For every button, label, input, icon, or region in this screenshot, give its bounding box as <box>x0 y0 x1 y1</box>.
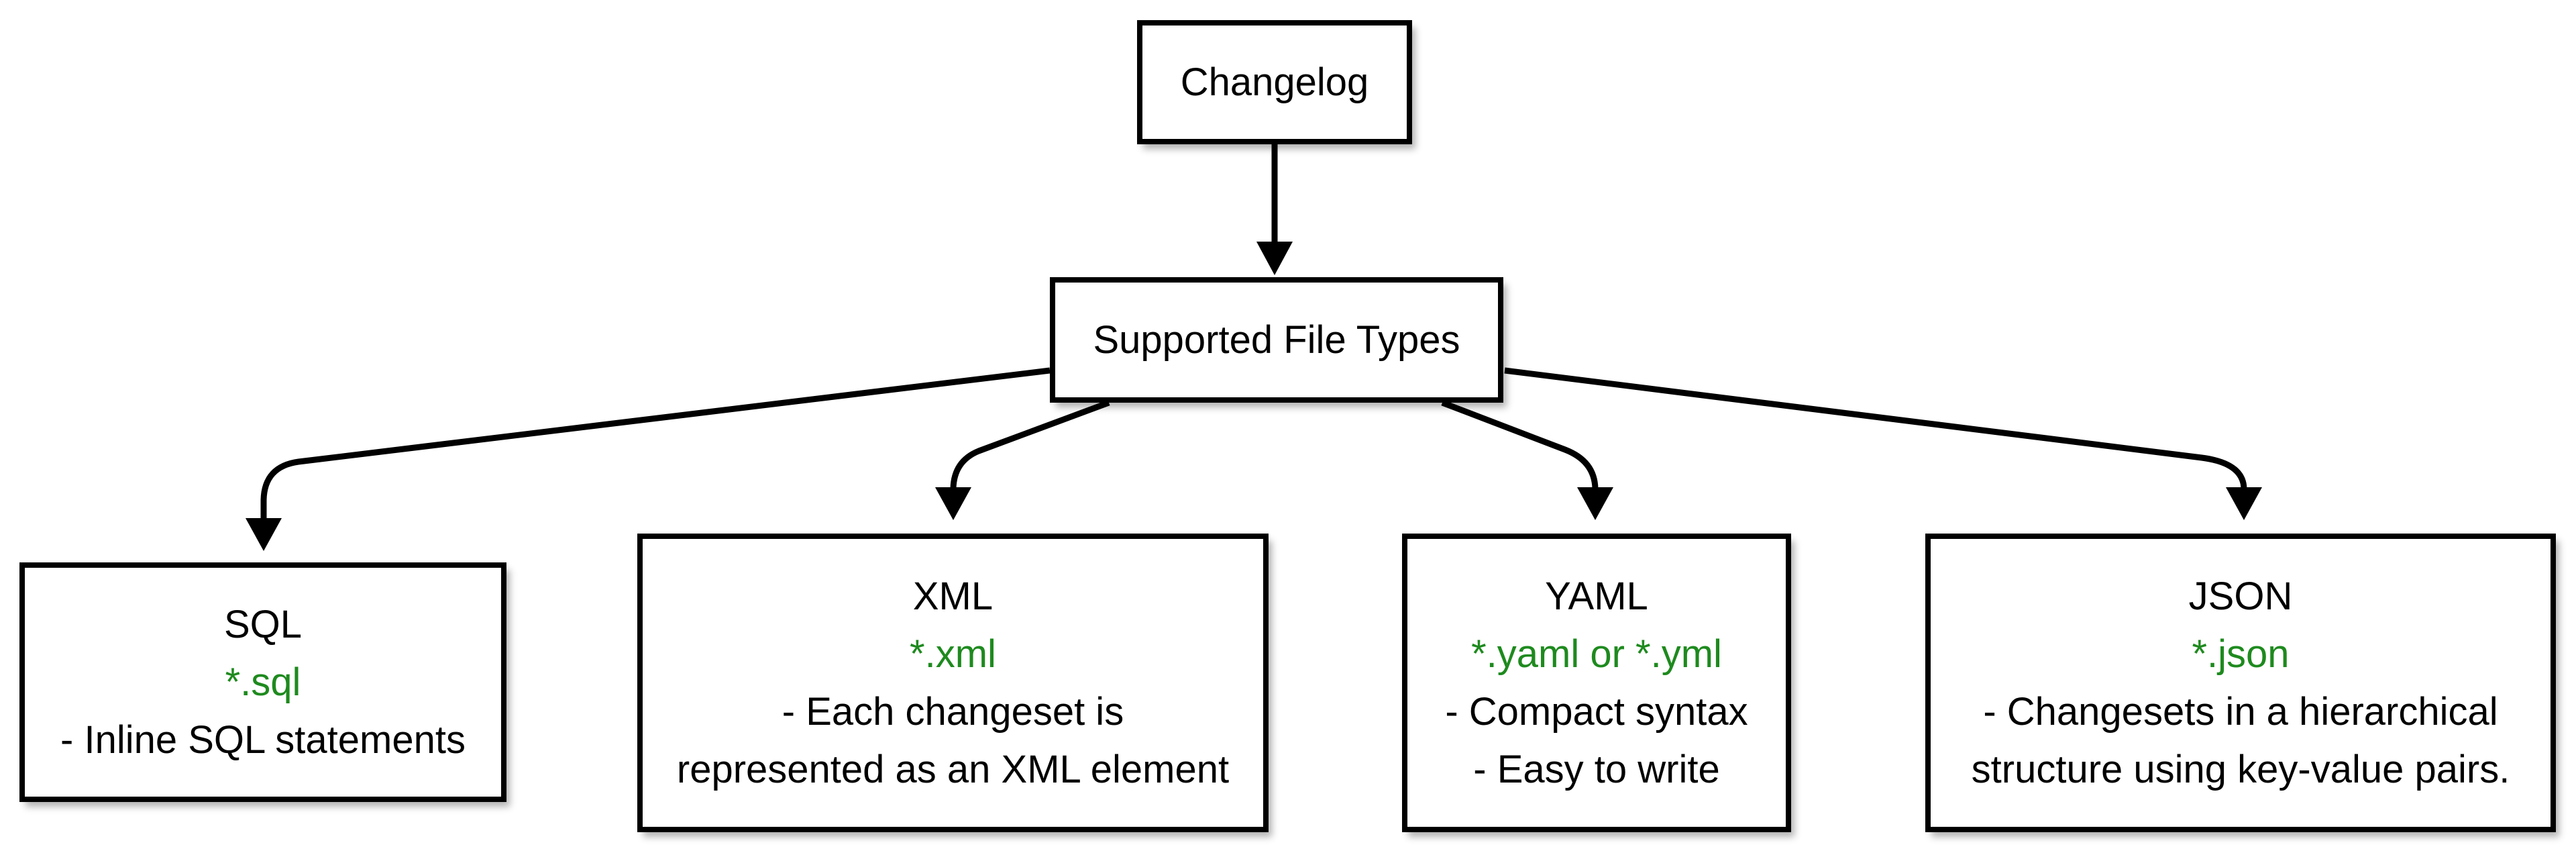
node-json: JSON *.json - Changesets in a hierarchic… <box>1925 534 2556 832</box>
node-yaml: YAML *.yaml or *.yml - Compact syntax - … <box>1402 534 1791 832</box>
node-title: JSON <box>2188 574 2293 618</box>
connector-hub-to-yaml <box>1441 399 1599 489</box>
node-extension: *.json <box>2192 632 2290 676</box>
node-extension: *.sql <box>225 660 301 704</box>
node-description-line: represented as an XML element <box>676 747 1230 791</box>
connector-hub-to-json <box>1504 367 2247 489</box>
node-title: Changelog <box>1180 60 1369 104</box>
node-description-line: - Inline SQL statements <box>60 717 466 762</box>
node-xml: XML *.xml - Each changeset is represente… <box>637 534 1269 832</box>
node-changelog: Changelog <box>1137 20 1412 144</box>
node-title: XML <box>912 574 994 618</box>
node-description-line: - Compact syntax <box>1445 689 1748 734</box>
node-supported-file-types: Supported File Types <box>1050 277 1503 403</box>
node-description-line: - Easy to write <box>1473 747 1720 791</box>
arrowhead-hub <box>1256 242 1293 275</box>
connector-hub-to-xml <box>950 399 1110 489</box>
node-extension: *.xml <box>910 632 996 676</box>
node-title: YAML <box>1545 574 1648 618</box>
node-title: Supported File Types <box>1093 317 1460 362</box>
node-extension: *.yaml or *.yml <box>1471 632 1722 676</box>
arrowhead-json <box>2226 487 2262 520</box>
connector-hub-to-sql <box>260 367 1051 519</box>
node-title: SQL <box>223 602 303 646</box>
arrowhead-sql <box>246 518 282 551</box>
node-description-line: - Changesets in a hierarchical <box>1983 689 2498 734</box>
node-description-line: - Each changeset is <box>782 689 1124 734</box>
arrowhead-xml <box>935 487 971 520</box>
arrowhead-yaml <box>1577 487 1613 520</box>
node-sql: SQL *.sql - Inline SQL statements <box>19 562 506 802</box>
node-description-line: structure using key-value pairs. <box>1971 747 2510 791</box>
